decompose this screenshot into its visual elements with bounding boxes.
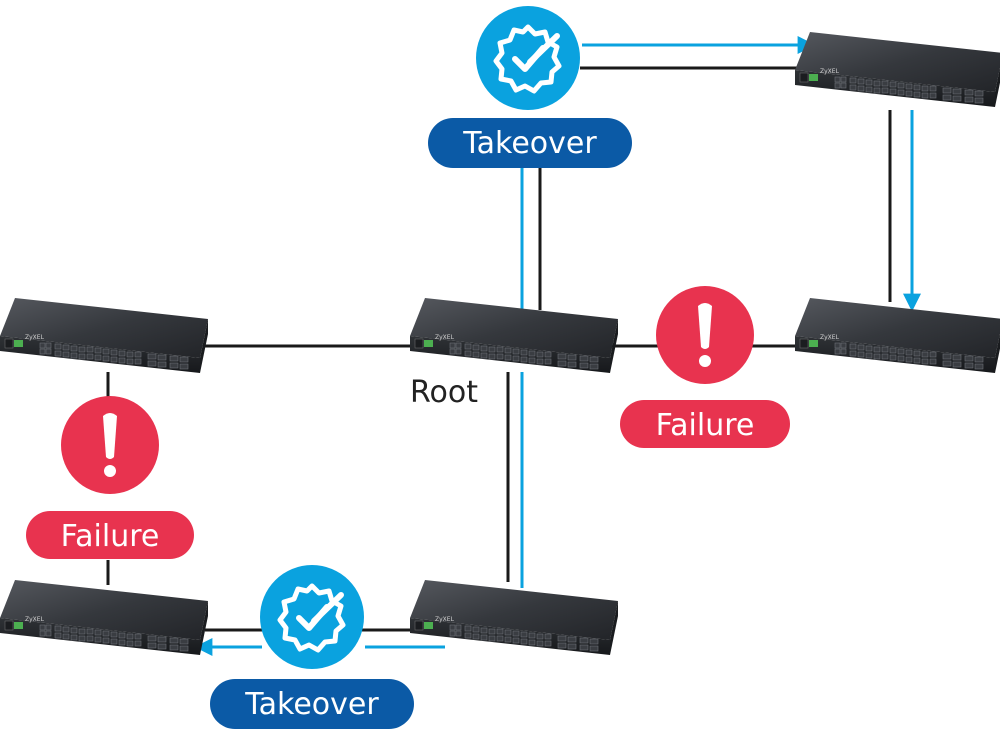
switch-bottom-middle [409,579,619,656]
takeover-badge-top: Takeover [428,118,632,168]
failure-label-right: Failure [656,408,755,443]
switch-root [409,297,619,374]
network-links [106,66,892,632]
takeover-label-top: Takeover [462,126,597,161]
switch-left-middle [0,297,209,374]
failure-badge-left: Failure [26,511,194,559]
check-badge-icon [260,565,364,669]
exclamation-icon [656,286,754,384]
switch-right-middle [794,297,1000,374]
failure-label-left: Failure [61,519,160,554]
takeover-label-bottom: Takeover [244,687,379,722]
takeover-paths [194,36,921,656]
switch-top-right [794,31,1000,108]
takeover-badge-bottom: Takeover [210,679,414,729]
root-label: Root [410,375,478,410]
check-badge-icon [476,6,580,110]
failure-badge-right: Failure [620,400,790,448]
switch-bottom-left [0,579,209,656]
exclamation-icon [61,396,159,494]
